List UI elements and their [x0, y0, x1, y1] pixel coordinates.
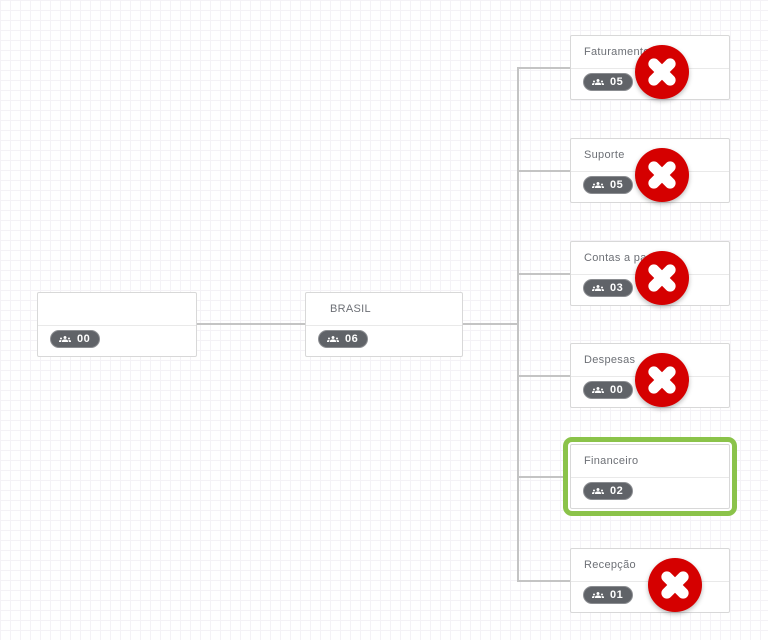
- remove-x-icon[interactable]: [648, 558, 702, 612]
- members-icon: [592, 182, 604, 188]
- node-title: Suporte: [584, 149, 625, 161]
- member-count-badge: 01: [583, 586, 634, 604]
- connector-branch-2: [517, 273, 570, 275]
- member-count-badge: 05: [583, 73, 634, 91]
- remove-x-icon[interactable]: [635, 45, 689, 99]
- connector-parent-trunk: [463, 323, 519, 325]
- member-count-badge: 05: [583, 176, 634, 194]
- node-divider: [38, 324, 196, 326]
- member-count-badge: 06: [318, 330, 369, 348]
- member-count-badge: 02: [583, 482, 634, 500]
- node-title: BRASIL: [330, 303, 371, 315]
- node-title: Recepção: [584, 559, 636, 571]
- members-icon: [592, 79, 604, 85]
- node-title: Despesas: [584, 354, 636, 366]
- node-title: Faturamento: [584, 46, 650, 58]
- members-icon: [59, 336, 71, 342]
- node-title: Financeiro: [584, 455, 639, 467]
- member-count: 02: [610, 485, 624, 497]
- remove-x-icon[interactable]: [635, 148, 689, 202]
- members-icon: [592, 285, 604, 291]
- selected-node-outline: Financeiro 02: [563, 437, 737, 516]
- connector-branch-0: [517, 67, 570, 69]
- members-icon: [327, 336, 339, 342]
- connector-branch-3: [517, 375, 570, 377]
- connector-branch-4: [517, 476, 570, 478]
- node-divider: [306, 324, 462, 326]
- org-node-brasil[interactable]: BRASIL 06: [305, 292, 463, 357]
- remove-x-icon[interactable]: [635, 251, 689, 305]
- member-count-badge: 00: [50, 330, 101, 348]
- member-count: 03: [610, 282, 624, 294]
- member-count: 00: [77, 333, 91, 345]
- org-node-financeiro[interactable]: Financeiro 02: [570, 444, 730, 509]
- member-count-badge: 03: [583, 279, 634, 297]
- member-count: 05: [610, 179, 624, 191]
- members-icon: [592, 592, 604, 598]
- member-count: 06: [345, 333, 359, 345]
- member-count: 05: [610, 76, 624, 88]
- org-node-root[interactable]: 00: [37, 292, 197, 357]
- org-node-despesas[interactable]: Despesas 00: [570, 343, 730, 408]
- member-count: 01: [610, 589, 624, 601]
- members-icon: [592, 488, 604, 494]
- member-count: 00: [610, 384, 624, 396]
- connector-branch-1: [517, 170, 570, 172]
- connector-trunk: [517, 67, 519, 582]
- connector-root-parent: [197, 323, 305, 325]
- remove-x-icon[interactable]: [635, 353, 689, 407]
- members-icon: [592, 387, 604, 393]
- node-divider: [571, 476, 729, 478]
- member-count-badge: 00: [583, 381, 634, 399]
- connector-branch-5: [517, 580, 570, 582]
